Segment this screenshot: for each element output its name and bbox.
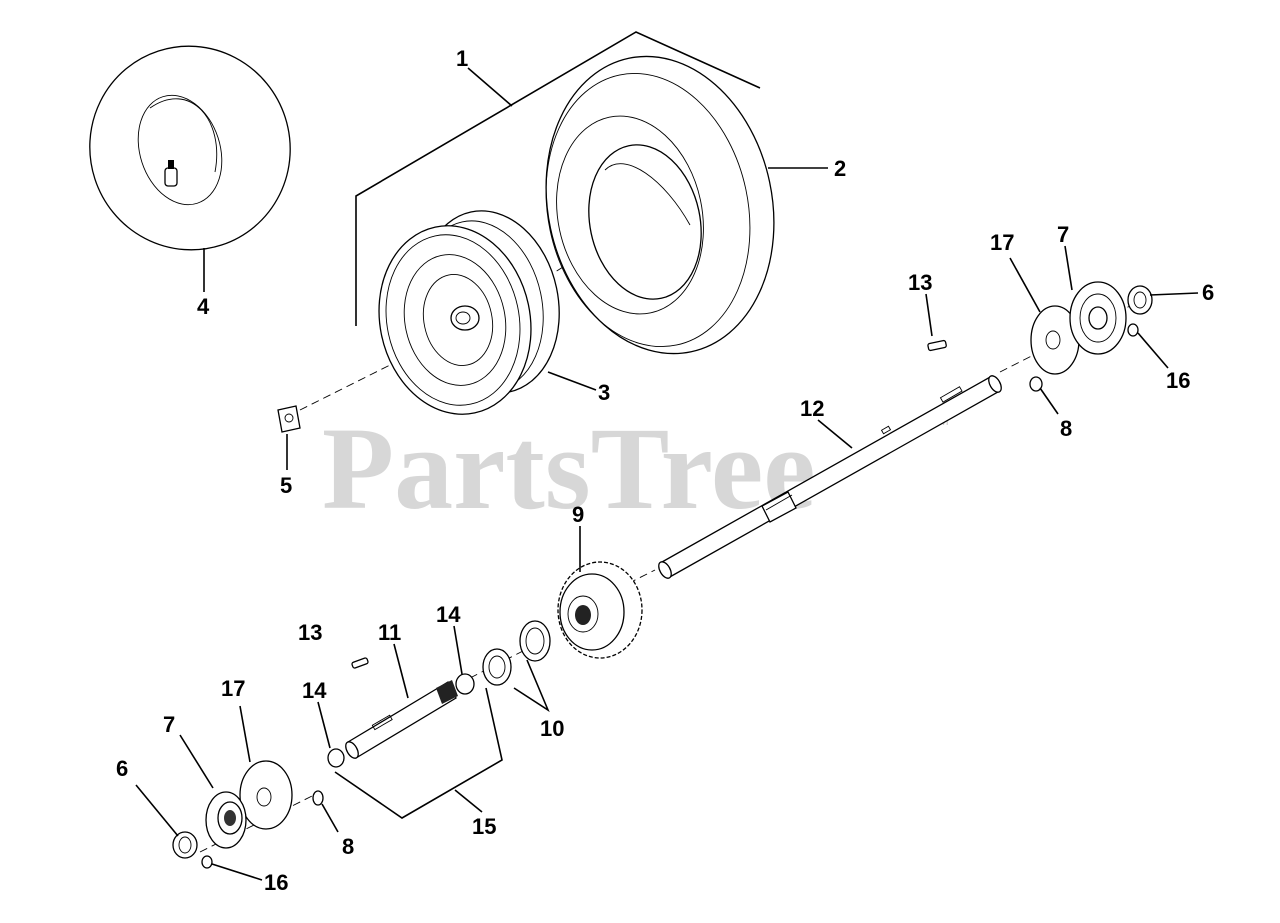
leader-7-right xyxy=(1064,245,1073,291)
leader-11 xyxy=(393,643,409,699)
spacer-washers xyxy=(482,620,551,686)
leader-8-left xyxy=(321,803,339,833)
callout-1: 1 xyxy=(456,46,468,71)
leader-10 xyxy=(513,659,550,713)
bushings xyxy=(327,673,475,768)
callout-6-right: 6 xyxy=(1202,280,1214,305)
tire xyxy=(545,55,775,355)
leader-17-right xyxy=(1009,257,1041,313)
valve-clip xyxy=(277,405,301,433)
leader-15-bracket xyxy=(334,687,503,819)
leader-3 xyxy=(547,371,597,391)
callout-16-left: 16 xyxy=(264,870,288,895)
callout-9: 9 xyxy=(572,502,584,527)
key-pin-right xyxy=(927,339,947,352)
callout-13-right: 13 xyxy=(908,270,932,295)
left-bearing-assembly xyxy=(172,760,324,869)
leader-16-right xyxy=(1137,332,1169,369)
leader-12 xyxy=(817,419,853,449)
leader-8-right xyxy=(1039,387,1059,415)
leader-1 xyxy=(467,67,513,107)
callout-16-right: 16 xyxy=(1166,368,1190,393)
callout-17-right: 17 xyxy=(990,230,1014,255)
leader-7-left xyxy=(179,734,214,789)
leader-16-left xyxy=(211,863,263,881)
gear xyxy=(557,561,643,659)
leader-14-upper xyxy=(453,625,463,675)
callout-8-right: 8 xyxy=(1060,416,1072,441)
callout-7-right: 7 xyxy=(1057,222,1069,247)
callout-5: 5 xyxy=(280,473,292,498)
leader-13-right xyxy=(925,293,933,337)
leader-14-lower xyxy=(317,701,331,749)
callout-17-left: 17 xyxy=(221,676,245,701)
main-axle xyxy=(658,375,1002,579)
watermark-text: PartsTree xyxy=(322,403,816,534)
callout-7-left: 7 xyxy=(163,712,175,737)
callout-15: 15 xyxy=(472,814,496,839)
right-bearing-assembly xyxy=(1029,281,1153,392)
leader-6-right xyxy=(1149,292,1199,296)
callout-3: 3 xyxy=(598,380,610,405)
callout-4: 4 xyxy=(197,294,210,319)
callout-6-left: 6 xyxy=(116,756,128,781)
callout-13-left: 13 xyxy=(298,620,322,645)
callout-11: 11 xyxy=(378,620,401,645)
callout-12: 12 xyxy=(800,396,824,421)
leader-1-bracket xyxy=(355,31,761,326)
inner-tube xyxy=(89,45,291,251)
callout-8-left: 8 xyxy=(342,834,354,859)
callout-10: 10 xyxy=(540,716,564,741)
wheel-rim xyxy=(378,210,560,415)
callout-14-upper: 14 xyxy=(436,602,461,627)
leader-6-left xyxy=(135,784,179,837)
key-pin-left xyxy=(351,657,369,669)
leader-17-left xyxy=(239,705,251,763)
short-axle xyxy=(345,680,458,759)
leader-15 xyxy=(454,789,483,813)
callout-14-lower: 14 xyxy=(302,678,327,703)
callout-2: 2 xyxy=(834,156,846,181)
